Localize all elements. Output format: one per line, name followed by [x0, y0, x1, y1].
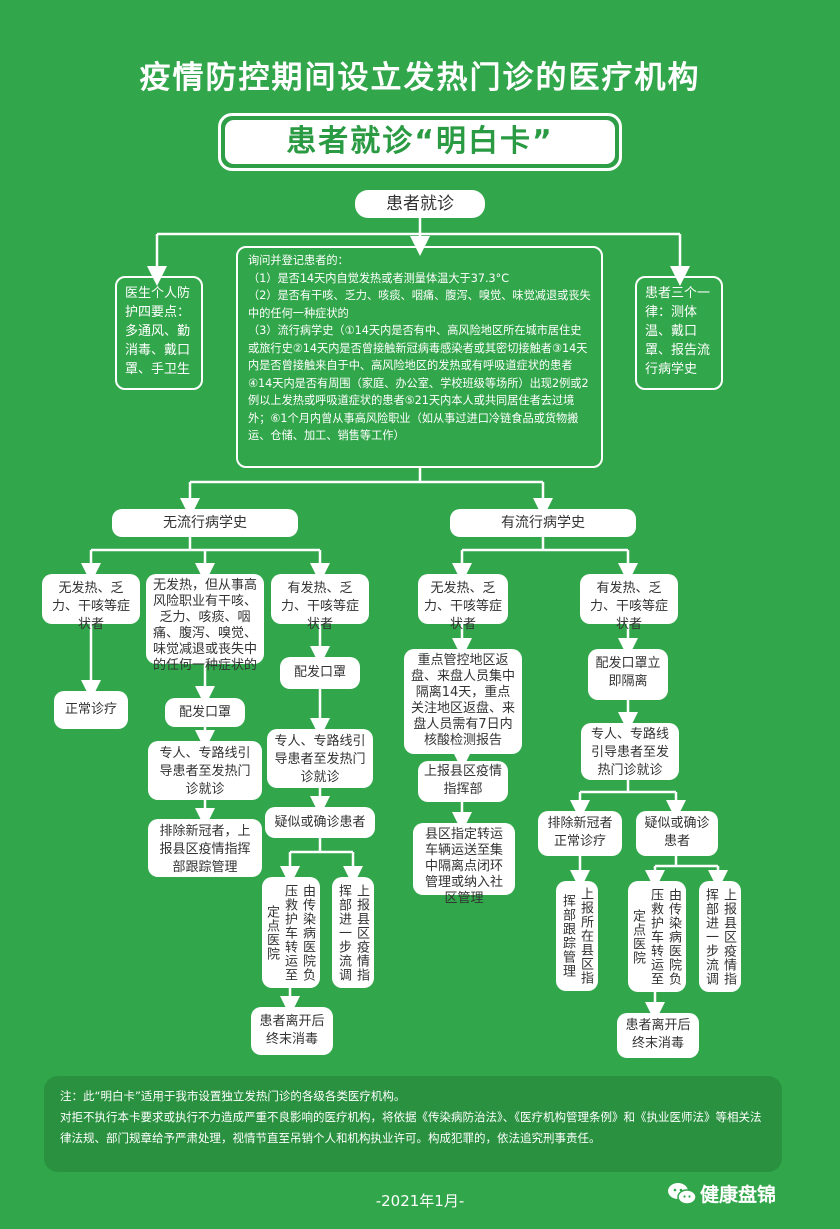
page-title: 疫情防控期间设立发热门诊的医疗机构 — [139, 60, 701, 96]
root-node: 患者就诊 — [355, 190, 485, 218]
mask-node-c: 配发口罩 — [280, 657, 360, 689]
normal-treatment-node: 正常诊疗 — [54, 691, 128, 729]
branch-no-epi-history: 无流行病学史 — [112, 509, 298, 537]
brand-name: 健康盘锦 — [700, 1184, 777, 1206]
doctor-protection-box: 医生个人防护四要点：多通风、勤消毒、戴口罩、手卫生 — [115, 276, 203, 390]
branch-has-epi-history: 有流行病学史 — [450, 509, 636, 537]
note-line-1: 注：此“明白卡”适用于我市设置独立发热门诊的各级各类医疗机构。 — [60, 1089, 406, 1103]
report-node-right: 上报县区疫情指挥部进一步流调 — [699, 881, 741, 992]
suspected-node-left: 疑似或确诊患者 — [265, 807, 375, 838]
guide-node-c: 专人、专路线引导患者至发热门诊就诊 — [267, 729, 373, 788]
guide-node-b: 专人、专路线引导患者至发热门诊就诊 — [148, 741, 262, 800]
inquiry-box: 询问并登记患者的： （1）是否14天内自觉发热或者测量体温大于37.3°C （2… — [236, 246, 603, 468]
transfer-node-right: 由传染病医院负压救护车转运至定点医院 — [628, 881, 686, 992]
patient-rules-box: 患者三个一律：测体温、戴口罩、报告流行病学史 — [635, 276, 723, 390]
high-risk-job-node: 无发热，但从事高风险职业有干咳、乏力、咳痰、咽痛、腹泻、嗅觉、味觉减退或丧失中的… — [146, 574, 264, 673]
guide-node-e: 专人、专路线引导患者至发热门诊就诊 — [581, 723, 679, 780]
isolate-node: 配发口罩立即隔离 — [588, 649, 668, 700]
no-symptom-node-right: 无发热、乏力、干咳等症状者 — [418, 574, 508, 632]
exclude-node-e: 排除新冠者正常诊疗 — [538, 811, 622, 856]
exclude-node-b: 排除新冠者，上报县区疫情指挥部跟踪管理 — [148, 819, 262, 877]
fever-node-right: 有发热、乏力、干咳等症状者 — [580, 574, 678, 632]
mask-node-b: 配发口罩 — [165, 698, 245, 727]
report-node-left: 上报县区疫情指挥部进一步流调 — [332, 877, 374, 988]
quarantine-node: 重点管控地区返盘、来盘人员集中隔离14天，重点关注地区返盘、来盘人员需有7日内核… — [404, 649, 522, 754]
disinfection-node-left: 患者离开后终末消毒 — [251, 1007, 333, 1055]
subtitle-text: 患者就诊“明白卡” — [225, 120, 615, 164]
disinfection-node-right: 患者离开后终末消毒 — [617, 1013, 699, 1058]
date-label: -2021年1月- — [375, 1192, 465, 1210]
wechat-icon — [667, 1181, 697, 1207]
transfer-node-d: 县区指定转运车辆运送至集中隔离点闭环管理或纳入社区管理 — [413, 823, 515, 906]
transfer-node-left: 由传染病医院负压救护车转运至定点医院 — [262, 877, 320, 988]
no-symptom-node-left: 无发热、乏力、干咳等症状者 — [42, 574, 140, 632]
note-line-2: 对拒不执行本卡要求或执行不力造成严重不良影响的医疗机构，将依据《传染病防治法》、… — [60, 1110, 762, 1145]
note-panel: 注：此“明白卡”适用于我市设置独立发热门诊的各级各类医疗机构。 对拒不执行本卡要… — [44, 1076, 782, 1172]
tracking-node-e: 上报所在县区指挥部跟踪管理 — [556, 881, 598, 991]
fever-node-left: 有发热、乏力、干咳等症状者 — [271, 574, 369, 632]
report-node-d: 上报县区疫情指挥部 — [418, 761, 508, 802]
suspected-node-right: 疑似或确诊患者 — [636, 811, 718, 856]
subtitle-banner: 患者就诊“明白卡” — [218, 113, 622, 171]
